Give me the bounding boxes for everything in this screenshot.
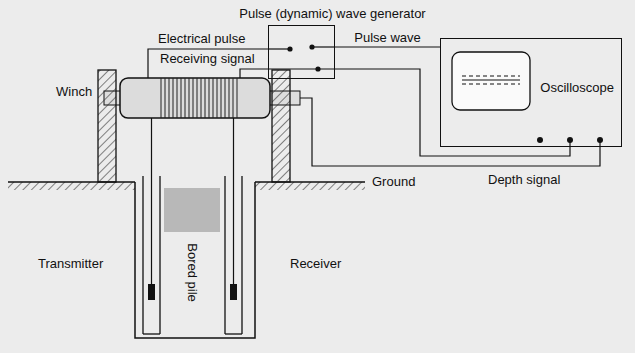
access-tube	[159, 176, 160, 334]
access-tube	[224, 176, 225, 334]
winch-drum	[120, 78, 270, 118]
signal-name: Depth signal	[488, 172, 560, 187]
signal-connector	[335, 46, 440, 47]
internal-wire	[312, 46, 335, 47]
ground-hatch	[255, 182, 365, 190]
part-name: Winch	[56, 84, 92, 99]
part-name: Receiver	[290, 256, 341, 271]
winch-coil	[160, 78, 240, 118]
access-tube	[142, 176, 143, 334]
oscilloscope: Oscilloscope	[440, 38, 622, 147]
access-tube	[143, 333, 160, 334]
signal-wire	[148, 49, 268, 78]
part-name: Ground	[372, 174, 415, 189]
trace-line	[462, 80, 520, 81]
access-tube	[241, 176, 242, 334]
access-tube	[225, 333, 242, 334]
signal-name: Electrical pulse	[158, 31, 245, 46]
concrete-fill	[164, 188, 220, 232]
winch-support	[98, 70, 116, 182]
ground-hatch	[8, 182, 135, 190]
signal-name: Pulse wave	[354, 30, 420, 45]
input-terminal	[597, 137, 603, 143]
transmitter-probe	[148, 284, 155, 300]
signal-name: Receiving signal	[160, 51, 255, 66]
trace-line	[462, 76, 520, 77]
node-title: Oscilloscope	[540, 80, 614, 95]
input-terminal	[567, 137, 573, 143]
internal-wire	[268, 48, 290, 49]
terminal-dot	[309, 44, 314, 49]
pulse-generator-outline	[268, 25, 335, 79]
part-name: Transmitter	[38, 256, 103, 271]
cable	[151, 118, 152, 284]
input-terminal	[537, 137, 543, 143]
terminal-dot	[287, 46, 292, 51]
oscilloscope-screen	[452, 52, 530, 110]
signal-wire	[300, 98, 600, 166]
node-title: Pulse (dynamic) wave generator	[239, 6, 425, 21]
pile-outline	[135, 182, 255, 338]
trace-line	[462, 84, 520, 85]
terminal-dot	[315, 66, 320, 71]
cable	[233, 118, 234, 284]
winch-support	[272, 70, 290, 182]
receiver-probe	[230, 284, 237, 300]
part-name: Bored pile	[184, 243, 199, 302]
